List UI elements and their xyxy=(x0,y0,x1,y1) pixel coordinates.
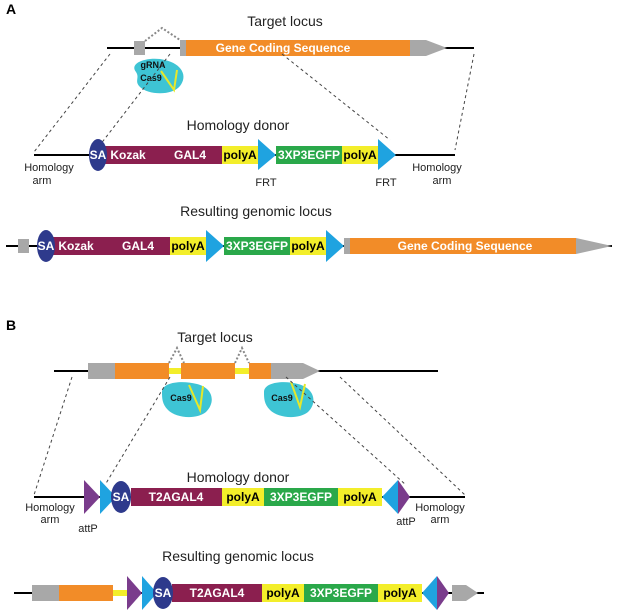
panel-b-egfp-label: 3XP3EGFP xyxy=(270,490,332,504)
panel-b-attp-left: attP xyxy=(78,523,98,535)
panel-b-result-polya-2: polyA xyxy=(383,586,417,600)
panel-a-result-locus: SA Kozak GAL4 polyA 3XP3EGFP polyA Gene … xyxy=(6,230,612,262)
panel-b-result-t2agal4: T2AGAL4 xyxy=(190,586,245,600)
panel-a-homology-donor: SA Kozak GAL4 polyA 3XP3EGFP polyA xyxy=(34,139,455,171)
panel-a-arm-left: arm xyxy=(33,175,52,187)
panel-b-donor-title: Homology donor xyxy=(187,469,290,485)
panel-a-result-polya-2: polyA xyxy=(291,239,325,253)
panel-b-polya-label-1: polyA xyxy=(226,490,260,504)
panel-a-homology-left: Homology xyxy=(24,162,74,174)
panel-b-target-title: Target locus xyxy=(177,329,252,345)
panel-a-gene-coding-label: Gene Coding Sequence xyxy=(216,41,351,55)
panel-b-attp-right: attP xyxy=(396,516,416,528)
panel-a-result-egfp: 3XP3EGFP xyxy=(226,239,288,253)
panel-b-result-title: Resulting genomic locus xyxy=(162,548,314,564)
panel-a-frt-right: FRT xyxy=(375,177,396,189)
panel-b-target-locus xyxy=(54,345,438,379)
panel-a-polya-label-2: polyA xyxy=(343,148,377,162)
panel-a-projection-lines xyxy=(33,53,475,153)
panel-b-result-polya-1: polyA xyxy=(266,586,300,600)
panel-a-kozak-label: Kozak xyxy=(110,148,146,162)
panel-a-polya-label-1: polyA xyxy=(223,148,257,162)
panel-a-donor-title: Homology donor xyxy=(187,117,290,133)
panel-a-egfp-label: 3XP3EGFP xyxy=(278,148,340,162)
panel-b-homology-left: Homology xyxy=(25,502,75,514)
panel-b-homology-right: Homology xyxy=(415,502,465,514)
panel-a-result-sa: SA xyxy=(38,239,55,253)
panel-b-result-locus: SA T2AGAL4 polyA 3XP3EGFP polyA xyxy=(14,576,484,610)
panel-a-frt-left: FRT xyxy=(255,177,276,189)
panel-a-result-kozak: Kozak xyxy=(58,239,94,253)
panel-a-result-gene-coding: Gene Coding Sequence xyxy=(398,239,533,253)
panel-a-arm-right: arm xyxy=(433,175,452,187)
panel-a-target-title: Target locus xyxy=(247,13,322,29)
panel-a-sa-label: SA xyxy=(90,148,107,162)
panel-b-t2agal4-label: T2AGAL4 xyxy=(149,490,204,504)
panel-a-gal4-label: GAL4 xyxy=(174,148,206,162)
panel-b-arm-left: arm xyxy=(41,514,60,526)
panel-b-polya-label-2: polyA xyxy=(343,490,377,504)
panel-b-cas9-right: Cas9 xyxy=(264,381,314,418)
panel-b-cas9-label-left: Cas9 xyxy=(170,393,192,403)
panel-b-letter: B xyxy=(6,317,16,333)
panel-b-cas9-left: Cas9 xyxy=(162,382,212,418)
panel-a-result-title: Resulting genomic locus xyxy=(180,203,332,219)
panel-b-result-sa: SA xyxy=(155,586,172,600)
panel-b-cas9-label-right: Cas9 xyxy=(271,393,293,403)
panel-a-result-gal4: GAL4 xyxy=(122,239,154,253)
panel-b-homology-donor: SA T2AGAL4 polyA 3XP3EGFP polyA xyxy=(34,480,465,514)
panel-a-result-polya-1: polyA xyxy=(171,239,205,253)
panel-a-letter: A xyxy=(6,1,16,17)
panel-b-projection-lines xyxy=(33,376,466,496)
panel-a-homology-right: Homology xyxy=(412,162,462,174)
panel-b-result-egfp: 3XP3EGFP xyxy=(310,586,372,600)
panel-a-cas9: gRNA Cas9 xyxy=(134,58,184,94)
panel-a-grna-label: gRNA xyxy=(141,60,166,70)
panel-a-target-locus: Gene Coding Sequence xyxy=(107,26,474,56)
panel-b-sa-label: SA xyxy=(113,490,130,504)
panel-b-arm-right: arm xyxy=(431,514,450,526)
